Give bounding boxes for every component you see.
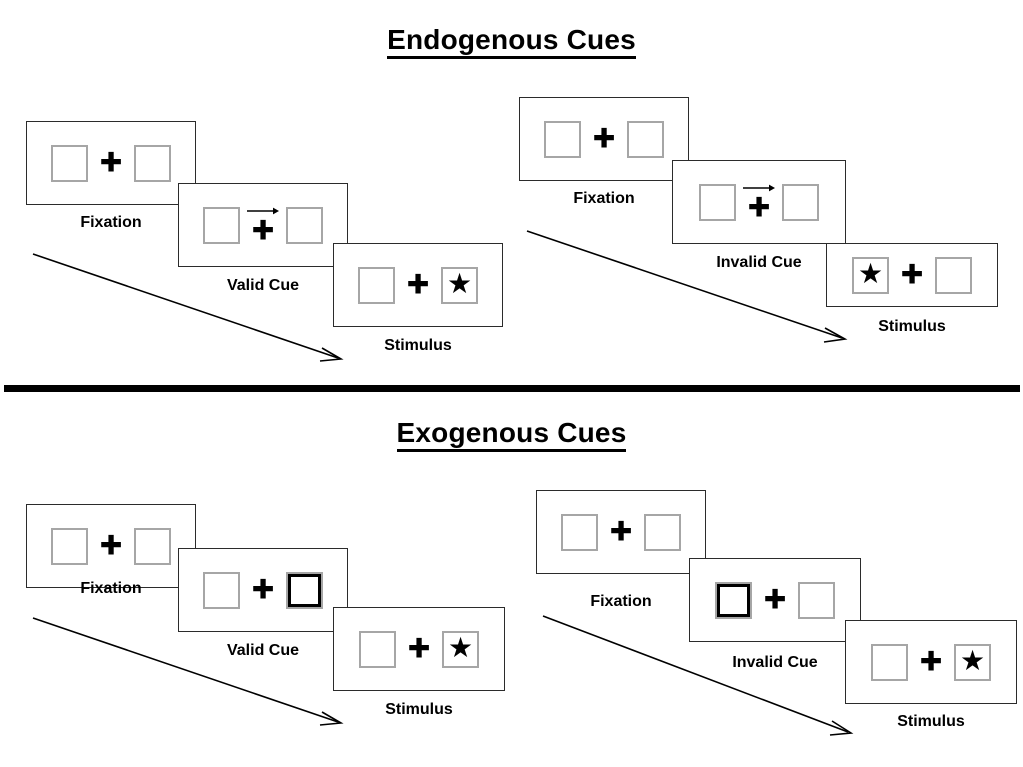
caption-endogenous-invalid-fixation: Fixation	[573, 190, 635, 207]
frame-exogenous-valid-cue[interactable]: ✚	[178, 548, 348, 632]
time-arrow-endogenous-invalid	[526, 230, 848, 343]
slot-right-target: ★	[954, 643, 991, 681]
fixation-center: ✚	[598, 510, 644, 554]
frame-content: ✚	[673, 161, 845, 243]
slot-left	[871, 643, 908, 681]
caption-exogenous-invalid-fixation: Fixation	[590, 593, 652, 610]
fixation-cross-icon: ✚	[406, 269, 430, 301]
caption-exogenous-valid-cue: Valid Cue	[226, 642, 300, 659]
frame-endogenous-invalid-cue[interactable]: ✚	[672, 160, 846, 244]
slot-right-cued	[286, 571, 323, 609]
slot-left	[561, 513, 598, 551]
frame-content: ✚ ★	[334, 608, 504, 690]
star-target-icon: ★	[446, 267, 473, 300]
section-heading-exogenous-text: Exogenous Cues	[396, 417, 627, 452]
caption-exogenous-valid-stimulus: Stimulus	[385, 701, 453, 718]
caption-endogenous-valid-fixation: Fixation	[80, 214, 142, 231]
frame-content: ✚	[27, 122, 195, 204]
section-heading-endogenous: Endogenous Cues	[0, 24, 1023, 59]
frame-content: ★ ✚	[827, 244, 997, 306]
section-divider	[4, 385, 1020, 392]
star-target-icon: ★	[857, 257, 884, 290]
fixation-cross-icon: ✚	[609, 516, 633, 548]
fixation-center: ✚	[88, 524, 134, 568]
slot-left-cued	[715, 581, 752, 619]
slot-right	[286, 206, 323, 244]
star-target-icon: ★	[447, 631, 474, 664]
fixation-center: ✚	[88, 141, 134, 185]
slot-right	[798, 581, 835, 619]
fixation-cross-icon: ✚	[747, 192, 771, 224]
slot-right-target: ★	[442, 630, 479, 668]
cue-center: ✚	[736, 180, 782, 224]
slot-left	[51, 527, 88, 565]
slot-left	[203, 206, 240, 244]
caption-exogenous-invalid-stimulus: Stimulus	[897, 713, 965, 730]
frame-endogenous-invalid-stimulus[interactable]: ★ ✚	[826, 243, 998, 307]
cue-arrow-right-icon	[247, 207, 279, 215]
frame-content: ✚	[27, 505, 195, 587]
fixation-cross-icon: ✚	[99, 530, 123, 562]
frame-endogenous-valid-stimulus[interactable]: ✚ ★	[333, 243, 503, 327]
slot-right	[627, 120, 664, 158]
frame-endogenous-valid-fixation[interactable]: ✚	[26, 121, 196, 205]
cue-arrow-right-icon	[743, 184, 775, 192]
slot-right	[782, 183, 819, 221]
frame-endogenous-invalid-fixation[interactable]: ✚	[519, 97, 689, 181]
frame-exogenous-valid-stimulus[interactable]: ✚ ★	[333, 607, 505, 691]
slot-right	[935, 256, 972, 294]
slot-left	[544, 120, 581, 158]
frame-exogenous-invalid-cue[interactable]: ✚	[689, 558, 861, 642]
frame-content: ✚ ★	[846, 621, 1016, 703]
fixation-center: ✚	[395, 263, 441, 307]
frame-endogenous-valid-cue[interactable]: ✚	[178, 183, 348, 267]
frame-content: ✚	[179, 184, 347, 266]
time-arrow-exogenous-invalid	[542, 615, 854, 736]
fixation-center: ✚	[889, 253, 935, 297]
fixation-center: ✚	[752, 578, 798, 622]
fixation-center: ✚	[240, 568, 286, 612]
slot-left	[359, 630, 396, 668]
slot-right	[134, 144, 171, 182]
slot-left	[51, 144, 88, 182]
fixation-center: ✚	[396, 627, 442, 671]
fixation-cross-icon: ✚	[99, 147, 123, 179]
frame-content: ✚	[537, 491, 705, 573]
frame-content: ✚	[179, 549, 347, 631]
fixation-center: ✚	[581, 117, 627, 161]
time-arrow-endogenous-valid	[32, 253, 344, 362]
fixation-cross-icon: ✚	[900, 259, 924, 291]
frame-content: ✚ ★	[334, 244, 502, 326]
slot-left	[699, 183, 736, 221]
slot-right-target: ★	[441, 266, 478, 304]
caption-endogenous-invalid-stimulus: Stimulus	[878, 318, 946, 335]
section-heading-exogenous: Exogenous Cues	[0, 417, 1023, 452]
fixation-cross-icon: ✚	[407, 633, 431, 665]
slot-right	[644, 513, 681, 551]
caption-endogenous-valid-cue: Valid Cue	[226, 277, 300, 294]
caption-exogenous-invalid-cue: Invalid Cue	[732, 654, 818, 671]
caption-endogenous-valid-stimulus: Stimulus	[384, 337, 452, 354]
frame-content: ✚	[690, 559, 860, 641]
fixation-cross-icon: ✚	[251, 574, 275, 606]
frame-exogenous-valid-fixation[interactable]: ✚	[26, 504, 196, 588]
frame-content: ✚	[520, 98, 688, 180]
slot-right	[134, 527, 171, 565]
fixation-cross-icon: ✚	[919, 646, 943, 678]
slot-left	[203, 571, 240, 609]
cue-center: ✚	[240, 203, 286, 247]
fixation-center: ✚	[908, 640, 954, 684]
caption-endogenous-invalid-cue: Invalid Cue	[716, 254, 802, 271]
slot-left-target: ★	[852, 256, 889, 294]
time-arrow-exogenous-valid	[32, 617, 344, 726]
caption-exogenous-valid-fixation: Fixation	[80, 580, 142, 597]
fixation-cross-icon: ✚	[251, 215, 275, 247]
fixation-cross-icon: ✚	[592, 123, 616, 155]
section-heading-endogenous-text: Endogenous Cues	[387, 24, 636, 59]
fixation-cross-icon: ✚	[763, 584, 787, 616]
frame-exogenous-invalid-stimulus[interactable]: ✚ ★	[845, 620, 1017, 704]
star-target-icon: ★	[959, 644, 986, 677]
frame-exogenous-invalid-fixation[interactable]: ✚	[536, 490, 706, 574]
slot-left	[358, 266, 395, 304]
